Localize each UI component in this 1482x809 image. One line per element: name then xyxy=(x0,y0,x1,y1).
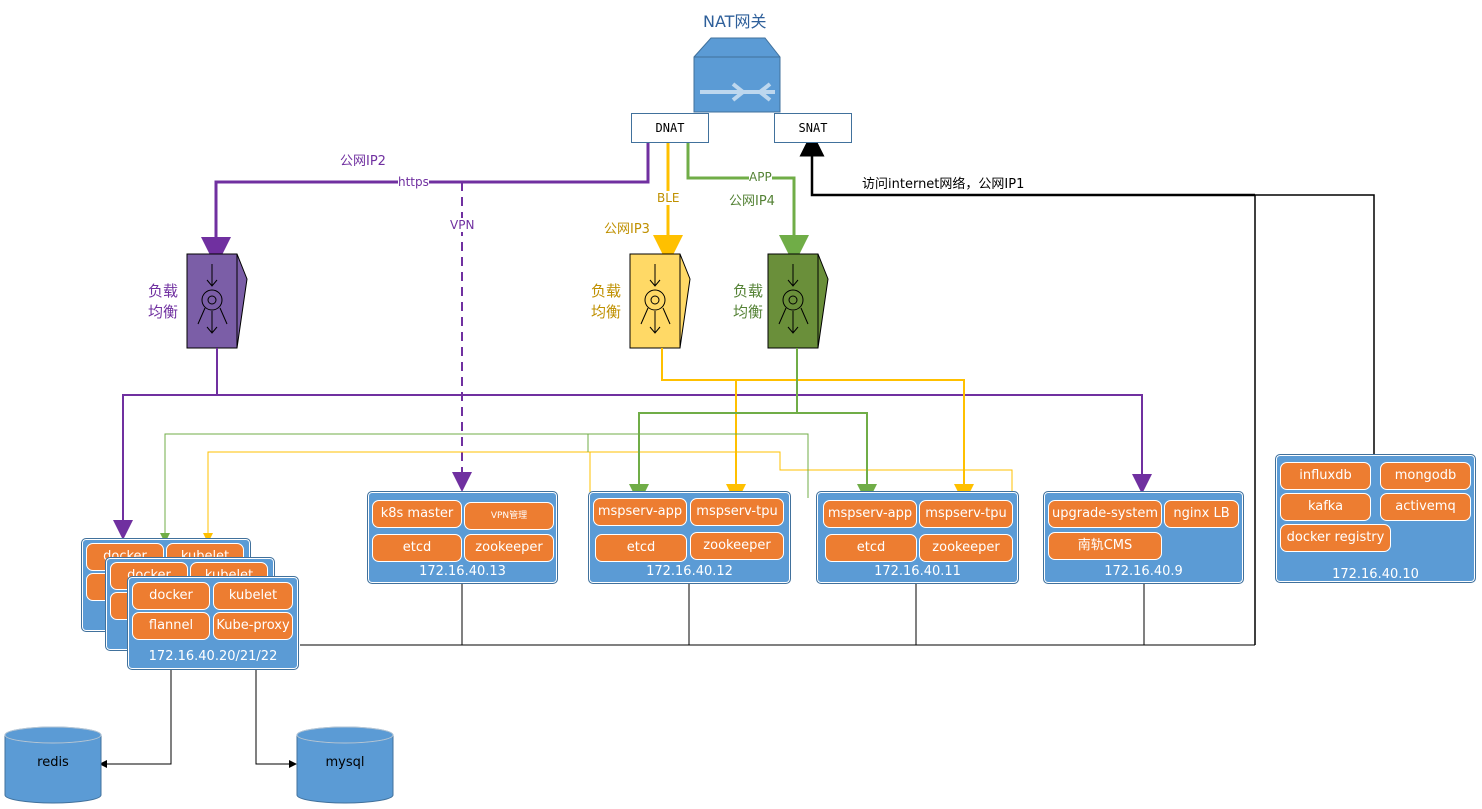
service-pill-mspserv-tpu: mspserv-tpu xyxy=(690,498,784,526)
load-balancer-icon xyxy=(767,253,829,349)
service-pill-mongodb: mongodb xyxy=(1380,462,1471,490)
redis-label: redis xyxy=(37,755,69,770)
service-pill-etcd: etcd xyxy=(825,534,917,562)
label-public-ip3: 公网IP3 xyxy=(604,222,650,237)
nat-gateway-icon xyxy=(693,37,781,113)
service-pill-nginx-lb: nginx LB xyxy=(1164,500,1239,528)
load-balancer-icon xyxy=(186,253,248,349)
service-pill-mspserv-app: mspserv-app xyxy=(593,498,687,526)
service-pill-zookeeper: zookeeper xyxy=(690,532,784,560)
worker-node: docker kubelet flannel Kube-proxy 172.16… xyxy=(127,576,299,670)
app-node-12: mspserv-app mspserv-tpu etcd zookeeper 1… xyxy=(588,491,791,584)
label-app: APP xyxy=(749,170,772,184)
service-pill-zookeeper: zookeeper xyxy=(919,534,1013,562)
master-node: k8s master VPN管理 etcd zookeeper 172.16.4… xyxy=(367,491,558,584)
service-pill-mspserv-tpu: mspserv-tpu xyxy=(919,500,1013,528)
node-ip: 172.16.40.12 xyxy=(646,564,733,579)
mysql-database-icon xyxy=(296,726,394,804)
service-pill-influxdb: influxdb xyxy=(1280,462,1371,490)
service-pill-activemq: activemq xyxy=(1380,493,1471,521)
service-pill-cms: 南轨CMS xyxy=(1048,532,1162,560)
load-balancer-icon xyxy=(629,253,691,349)
service-pill-kafka: kafka xyxy=(1280,493,1371,521)
label-https: https xyxy=(398,175,429,189)
app-node-9: upgrade-system nginx LB 南轨CMS 172.16.40.… xyxy=(1043,491,1244,584)
service-pill-docker-registry: docker registry xyxy=(1280,524,1391,552)
node-ip: 172.16.40.20/21/22 xyxy=(148,649,278,664)
service-pill-zookeeper: zookeeper xyxy=(464,534,554,562)
nat-title: NAT网关 xyxy=(703,12,767,31)
service-pill-upgrade-system: upgrade-system xyxy=(1048,500,1162,528)
lb2-label: 负载 均衡 xyxy=(590,282,621,321)
service-pill-mspserv-app: mspserv-app xyxy=(823,500,917,528)
node-ip: 172.16.40.10 xyxy=(1332,567,1419,582)
label-vpn: VPN xyxy=(450,218,475,232)
service-pill-kubelet: kubelet xyxy=(213,582,293,610)
service-pill-flannel: flannel xyxy=(132,612,210,640)
service-pill-kube-proxy: Kube-proxy xyxy=(213,612,293,640)
label-public-ip2: 公网IP2 xyxy=(340,154,386,169)
lb1-label: 负载 均衡 xyxy=(147,282,178,321)
infra-node-10: influxdb mongodb kafka activemq docker r… xyxy=(1275,454,1476,583)
app-node-11: mspserv-app mspserv-tpu etcd zookeeper 1… xyxy=(816,491,1019,584)
lb3-label: 负载 均衡 xyxy=(732,282,763,321)
node-ip: 172.16.40.9 xyxy=(1104,564,1183,579)
service-pill-k8s-master: k8s master xyxy=(372,500,462,528)
snat-box: SNAT xyxy=(774,113,852,143)
node-ip: 172.16.40.11 xyxy=(874,564,961,579)
label-ble: BLE xyxy=(657,191,680,205)
node-ip: 172.16.40.13 xyxy=(419,564,506,579)
label-public-ip4: 公网IP4 xyxy=(729,194,775,209)
label-internet: 访问internet网络，公网IP1 xyxy=(862,177,1025,192)
service-pill-etcd: etcd xyxy=(595,534,687,562)
service-pill-docker: docker xyxy=(132,582,210,610)
service-pill-etcd: etcd xyxy=(372,534,462,562)
service-pill-vpn: VPN管理 xyxy=(464,502,554,530)
redis-database-icon xyxy=(4,726,102,804)
dnat-box: DNAT xyxy=(631,113,709,143)
mysql-label: mysql xyxy=(325,755,365,770)
